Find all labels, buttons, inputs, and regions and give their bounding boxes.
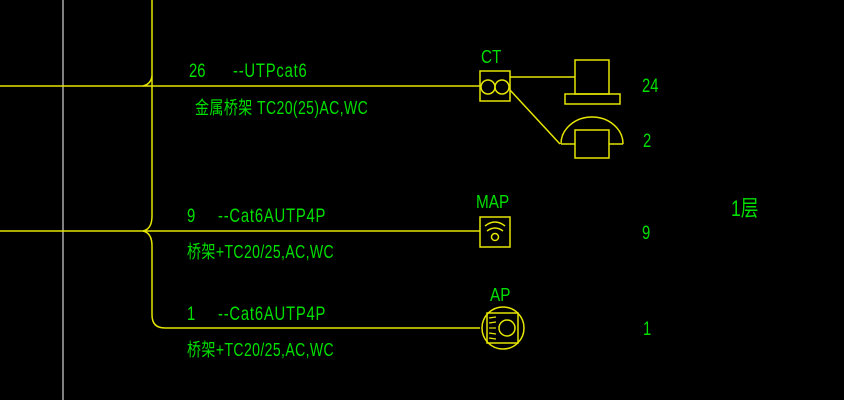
ct-to-phone-outlet-line bbox=[509, 89, 561, 145]
trunk-bend-top bbox=[142, 75, 153, 87]
device-label-map: MAP bbox=[476, 192, 510, 212]
branch-ap-count: 1 bbox=[187, 304, 196, 325]
branch-map-cable: --Cat6AUTP4P bbox=[218, 206, 327, 227]
device-label-ap: AP bbox=[490, 285, 511, 305]
quantity-data-outlet: 24 bbox=[642, 76, 659, 97]
floor-label: 1层 bbox=[731, 196, 759, 221]
branch-map-count: 9 bbox=[187, 206, 196, 227]
branch-ct-tray: 金属桥架 TC20(25)AC,WC bbox=[195, 98, 369, 118]
branch-ct-count: 26 bbox=[189, 61, 206, 82]
converter-twin-circle-icon[interactable] bbox=[479, 70, 511, 102]
branch-ct-cable: --UTPcat6 bbox=[233, 61, 308, 82]
quantity-phone-outlet: 2 bbox=[643, 131, 652, 152]
wireless-ap-icon[interactable] bbox=[479, 216, 511, 248]
camera-ap-icon[interactable] bbox=[481, 306, 525, 350]
device-label-ct: CT bbox=[481, 47, 502, 67]
branch-ap-tray: 桥架+TC20/25,AC,WC bbox=[187, 340, 335, 360]
data-outlet-icon[interactable] bbox=[564, 59, 621, 105]
quantity-map: 9 bbox=[642, 223, 651, 244]
branch-map-tray: 桥架+TC20/25,AC,WC bbox=[187, 242, 335, 262]
phone-outlet-icon[interactable] bbox=[560, 116, 624, 159]
quantity-ap: 1 bbox=[643, 319, 652, 340]
branch-ap-cable: --Cat6AUTP4P bbox=[218, 304, 327, 325]
trunk-line-lower bbox=[142, 147, 166, 329]
